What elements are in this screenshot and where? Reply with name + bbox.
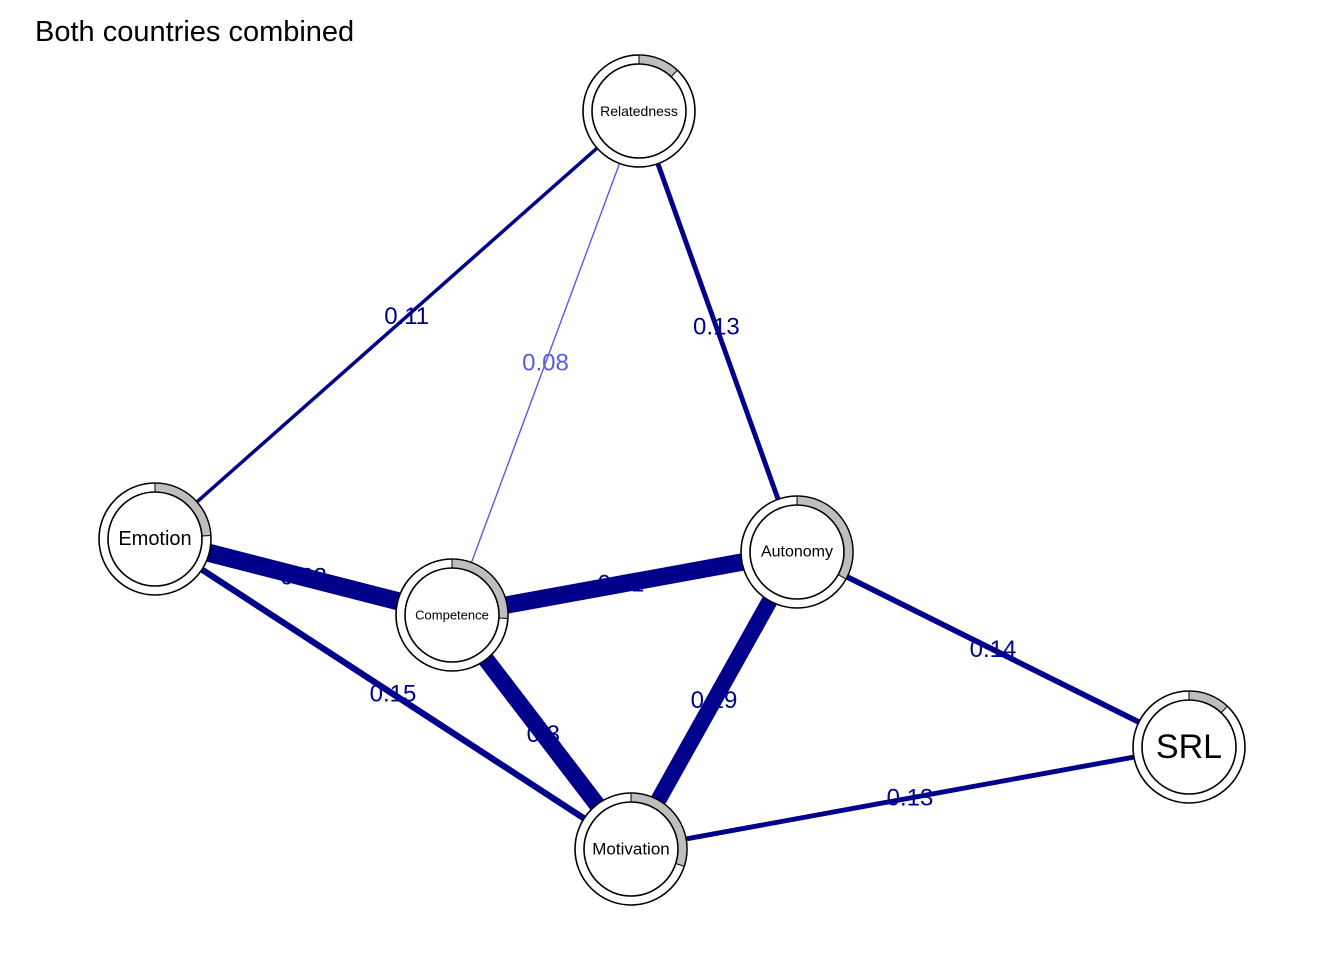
edge-label-competence-motivation: 0.3 (527, 721, 560, 748)
node-autonomy: Autonomy (740, 495, 854, 609)
node-label-srl: SRL (1156, 728, 1222, 766)
node-srl: SRL (1132, 690, 1246, 804)
node-competence: Competence (395, 558, 509, 672)
edge-label-motivation-srl: 0.13 (887, 785, 934, 812)
edge-label-autonomy-motivation: 0.29 (691, 687, 738, 714)
node-relatedness: Relatedness (582, 54, 696, 168)
node-label-relatedness: Relatedness (600, 103, 678, 119)
edge-relatedness-competence (451, 110, 640, 616)
edge-label-relatedness-emotion: 0.11 (384, 303, 429, 330)
edge-relatedness-autonomy (636, 110, 800, 553)
edge-label-emotion-competence: 0.32 (280, 564, 327, 591)
node-pie-autonomy (796, 496, 853, 579)
plot-title: Both countries combined (35, 16, 355, 48)
edge-competence-autonomy (450, 543, 799, 624)
node-pie-srl (1188, 691, 1227, 713)
edges-layer (152, 109, 1191, 855)
node-label-autonomy: Autonomy (761, 544, 833, 561)
edge-motivation-srl (630, 744, 1190, 852)
node-label-emotion: Emotion (118, 528, 191, 550)
node-pie-emotion (154, 483, 211, 537)
edge-label-relatedness-autonomy: 0.13 (693, 314, 740, 341)
edge-autonomy-srl (795, 549, 1191, 750)
node-pie-competence (451, 559, 508, 619)
node-pie-relatedness (638, 55, 677, 77)
node-motivation: Motivation (574, 792, 688, 906)
node-pie-motivation (630, 793, 687, 867)
edge-relatedness-emotion (153, 109, 641, 541)
edge-emotion-motivation (153, 536, 633, 852)
edge-labels-layer: 0.11 0.08 0.13 0.32 0.31 0.15 0.3 0.29 0.14 0.13 (280, 303, 1016, 812)
node-label-competence: Competence (415, 608, 489, 623)
edge-label-relatedness-competence: 0.08 (522, 350, 569, 377)
edge-label-autonomy-srl: 0.14 (970, 636, 1017, 663)
node-label-motivation: Motivation (592, 840, 669, 859)
edge-label-emotion-motivation: 0.15 (370, 681, 417, 708)
node-emotion: Emotion (98, 482, 212, 596)
edge-label-competence-autonomy: 0.31 (598, 571, 645, 598)
